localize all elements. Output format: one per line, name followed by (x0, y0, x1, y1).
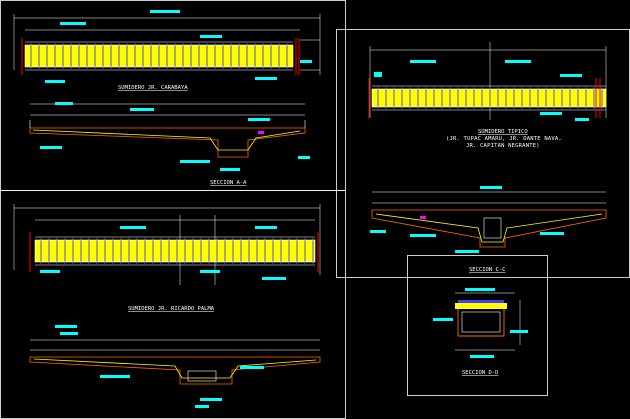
section-palma (29, 325, 321, 408)
section-dd-walls (457, 309, 505, 337)
section-dd-title: SECCION D-D (462, 370, 498, 376)
plan-carabaya: SUMIDERO JR. CARABAYA (13, 10, 321, 91)
plan-palma-outline (34, 236, 316, 266)
section-dd-frame-top (458, 300, 504, 303)
plan-tipico: SUMIDERO TIPICO (JR. TUPAC AMARU, JR. DA… (368, 42, 607, 149)
section-cc-title: SECCION C-C (469, 267, 505, 273)
section-aa-title: SECCION A-A (210, 180, 247, 186)
plan-tipico-labels (374, 60, 589, 121)
plan-palma-cut-lines (29, 232, 319, 272)
section-aa-walls (29, 120, 306, 128)
section-cc-slope (375, 213, 603, 243)
plan-carabaya-labels (45, 10, 312, 83)
section-palma-concrete (29, 356, 321, 385)
plan-palma-title: SUMIDERO JR. RICARDO PALMA (128, 306, 215, 312)
section-dd-grate (455, 303, 507, 309)
section-cc-labels (370, 186, 564, 253)
frame-section-dd (407, 255, 548, 396)
section-cc-concrete (371, 209, 607, 248)
section-cc: SECCION C-C (370, 186, 607, 273)
plan-tipico-outline (371, 85, 607, 111)
plan-carabaya-bars (30, 43, 288, 69)
frame-right (336, 29, 630, 278)
plan-carabaya-title: SUMIDERO JR. CARABAYA (118, 85, 188, 91)
section-palma-dimensions (30, 339, 320, 351)
plan-tipico-bars (377, 87, 603, 109)
frame-top-left (0, 0, 346, 191)
section-palma-box (187, 370, 217, 382)
plan-tipico-title-3: JR. CAPITAN NEGRANTE) (466, 143, 540, 149)
plan-palma: SUMIDERO JR. RICARDO PALMA (13, 204, 321, 312)
section-cc-box (483, 217, 502, 239)
section-aa: SECCION A-A (29, 102, 310, 186)
section-cc-dimensions (372, 191, 606, 204)
section-aa-dimensions (30, 103, 305, 116)
section-aa-axis-mark (258, 131, 264, 134)
section-cc-axis-mark (420, 216, 426, 219)
plan-tipico-title-1: SUMIDERO TIPICO (478, 129, 528, 135)
plan-palma-bars (40, 238, 314, 264)
section-palma-labels (55, 325, 264, 408)
section-aa-concrete (29, 127, 306, 158)
section-aa-labels (40, 102, 310, 171)
plan-tipico-title-2: (JR. TUPAC AMARU, JR. DANTE NAVA, (446, 136, 562, 142)
plan-carabaya-outline (24, 41, 294, 71)
plan-tipico-cut-lines (368, 78, 601, 118)
section-dd: SECCION D-D (433, 288, 528, 376)
section-dd-labels (433, 288, 528, 358)
section-dd-box (461, 311, 501, 333)
plan-palma-labels (40, 226, 286, 280)
plan-carabaya-dimensions (13, 14, 321, 75)
section-dd-dimensions (455, 292, 521, 351)
plan-carabaya-cut-lines (21, 38, 300, 75)
plan-tipico-dimensions (369, 42, 607, 120)
frame-bottom-left (0, 190, 346, 419)
section-palma-slope (33, 358, 317, 379)
plan-tipico-grate (372, 89, 606, 107)
section-aa-slope (32, 129, 301, 151)
